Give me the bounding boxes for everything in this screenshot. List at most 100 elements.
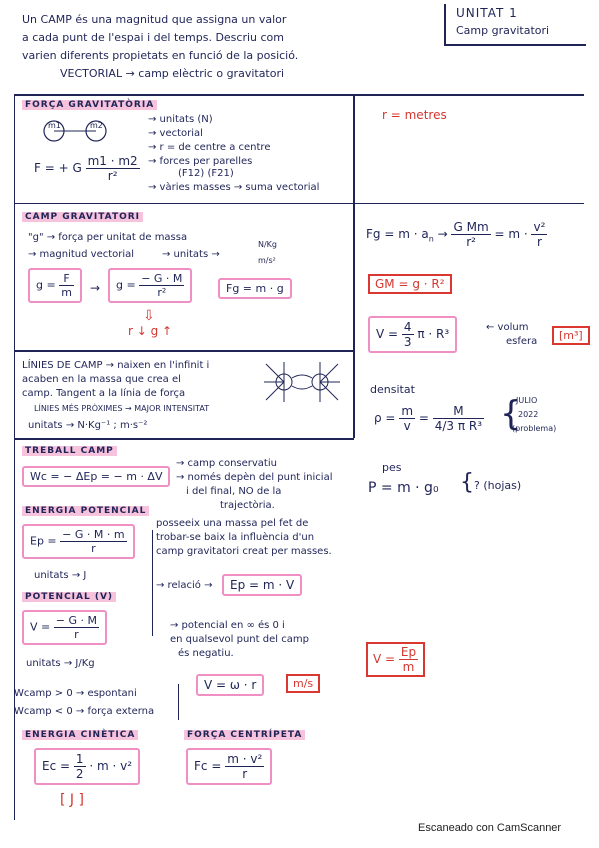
gm-formula: GM = g · R² [368, 274, 452, 294]
formula-den: r [74, 628, 79, 641]
formula-rhs: π · R³ [417, 327, 450, 341]
mass-diagram: m1 m2 [40, 118, 112, 144]
forca-bullet: (F12) (F21) [178, 168, 234, 179]
formula-num: G Mm [451, 220, 491, 235]
frame-sep-2 [14, 350, 354, 352]
potencial-heading: POTENCIAL (V) [22, 592, 117, 602]
formula-den: v [403, 419, 411, 433]
scanner-footer: Escaneado con CamScanner [418, 822, 562, 834]
formula-num: v² [531, 220, 548, 235]
forca-bullet: → vàries masses → suma vectorial [148, 182, 320, 193]
formula-lhs: V = [30, 620, 51, 634]
formula-lhs: g = [116, 278, 136, 292]
camp-line-3: → unitats → [162, 249, 220, 260]
formula-den: r [91, 542, 96, 555]
energia-desc-3: camp gravitatori creat per masses. [156, 546, 332, 557]
formula-num: 1 [73, 752, 86, 767]
formula-num: M [432, 404, 485, 419]
formula-num: m · v² [225, 752, 265, 767]
treball-note-3: i del final, NO de la [186, 486, 282, 497]
camp-line-1: "g" → força per unitat de massa [28, 232, 188, 243]
intro-line-3: varien diferents propietats en funció de… [22, 49, 299, 62]
title-subject: Camp gravitatori [456, 24, 550, 37]
treball-note-1: → camp conservatiu [176, 458, 277, 469]
field-lines-icon [264, 362, 340, 402]
formula-lhs: Fc = [194, 759, 222, 773]
exam-note-3: (problema) [512, 424, 557, 433]
brace-icon: { [500, 394, 522, 434]
volume-unit: [m³] [552, 326, 590, 345]
field-lines-diagram [262, 360, 342, 408]
energy-unit: [ J ] [60, 792, 84, 808]
down-arrow-icon: ⇩ [143, 308, 155, 324]
formula-lhs: ρ = [374, 411, 396, 425]
frame-vertical [353, 94, 355, 438]
camp-relation: r ↓ g ↑ [128, 324, 173, 338]
frame-sep-1 [14, 203, 584, 204]
fc-heading: FORÇA CENTRÍPETA [184, 730, 306, 740]
exam-note-2: 2022 [518, 410, 539, 419]
linies-line-2: acaben en la massa que crea el [22, 374, 181, 385]
brace-line [152, 530, 153, 636]
formula-lhs: V = [376, 327, 399, 341]
title-unit: UNITAT 1 [456, 6, 518, 20]
velocity-unit: m/s [286, 674, 321, 693]
mass-2-label: m2 [90, 121, 103, 130]
energia-relation: → relació → [156, 580, 213, 591]
potencial-note-3: és negatiu. [178, 648, 234, 659]
linies-line-3: camp. Tangent a la línia de força [22, 388, 186, 399]
formula-num: − G · M [139, 272, 185, 286]
potencial-units: unitats → J/Kg [26, 658, 95, 669]
weight-label: pes [382, 461, 402, 474]
intro-line-4: VECTORIAL → camp elèctric o gravitatori [60, 67, 285, 80]
formula-sub: n [428, 234, 434, 244]
two-masses-icon [43, 120, 107, 142]
forca-heading: FORÇA GRAVITATÒRIA [22, 100, 158, 110]
volume-note-2: esfera [506, 336, 538, 347]
volume-note-1: ← volum [486, 322, 529, 333]
forca-bullet: → forces per parelles [148, 156, 253, 167]
treball-note-4: trajectòria. [220, 500, 275, 511]
formula-lhs: Ec = [42, 759, 71, 773]
formula-num: − G · M · m [60, 528, 127, 542]
formula-den: r [242, 767, 248, 781]
camp-heading: CAMP GRAVITATORI [22, 212, 144, 222]
formula-num: 4 [401, 320, 414, 335]
brace-icon: { [460, 470, 474, 495]
formula-den: m [61, 286, 72, 299]
wcamp-divider [178, 684, 179, 720]
formula-lhs: Ep = [30, 534, 57, 548]
formula-lhs: g = [36, 278, 56, 292]
formula-den: 4/3 π R³ [434, 419, 483, 433]
forca-bullet: → r = de centre a centre [148, 142, 271, 153]
frame-sep-3 [14, 438, 354, 440]
arrow-icon: → [90, 281, 101, 295]
mass-1-label: m1 [48, 121, 61, 130]
linies-line-5: unitats → N·Kg⁻¹ ; m·s⁻² [28, 420, 148, 431]
formula-num: Ep [398, 645, 419, 660]
work-formula: Wc = − ΔEp = − m · ΔV [22, 466, 171, 487]
exam-note-1: JULIO [516, 396, 538, 405]
camp-line-2: → magnitud vectorial [28, 249, 135, 260]
r-metres-note: r = metres [382, 108, 447, 122]
wcamp-positive: Wcamp > 0 → espontani [14, 688, 137, 699]
wcamp-negative: Wcamp < 0 → força externa [14, 706, 155, 717]
frame-top [14, 94, 584, 96]
forca-bullets: → unitats (N) → vectorial → r = de centr… [148, 114, 319, 194]
energia-units: unitats → J [34, 570, 87, 581]
linies-line-1: LÍNIES DE CAMP → naixen en l'infinit i [22, 360, 210, 371]
formula-den: r² [466, 235, 476, 249]
energia-desc-2: trobar-se baix la influència d'un [156, 532, 315, 543]
energia-desc-1: posseeix una massa pel fet de [156, 518, 309, 529]
potencial-note-2: en qualsevol punt del camp [170, 634, 309, 645]
